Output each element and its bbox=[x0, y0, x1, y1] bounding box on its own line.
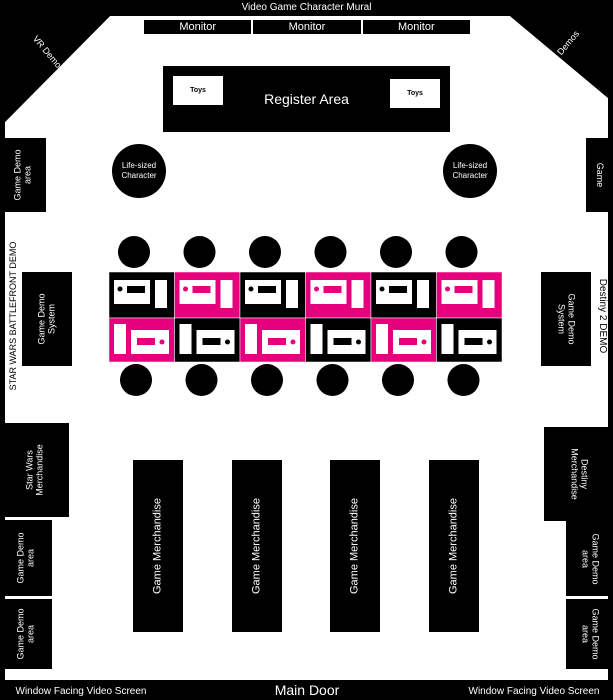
slot-bottom-1 bbox=[137, 338, 155, 345]
left-game-demo-area-1: Game Demo area bbox=[0, 138, 46, 212]
seat-top-1 bbox=[118, 236, 150, 268]
slot-top-5 bbox=[389, 286, 407, 293]
button-top-3 bbox=[248, 286, 254, 292]
right-game-demo-area-2: Game Demo area bbox=[566, 599, 613, 669]
monitor-row: Monitor Monitor Monitor bbox=[143, 19, 471, 35]
register-label: Register Area bbox=[264, 90, 349, 107]
controller-bottom-3 bbox=[245, 324, 257, 354]
controller-top-1 bbox=[155, 280, 167, 308]
left-game-demo-system: Game Demo System bbox=[22, 272, 72, 366]
slot-top-2 bbox=[192, 286, 211, 293]
corner-walls bbox=[0, 0, 613, 122]
seat-top-3 bbox=[249, 236, 281, 268]
slot-top-3 bbox=[258, 286, 276, 293]
slot-bottom-6 bbox=[464, 338, 483, 345]
seat-bottom-1 bbox=[120, 364, 152, 396]
right-game-demo-system: Game Demo System bbox=[541, 272, 591, 366]
window-video-screen-right: Window Facing Video Screen bbox=[468, 686, 600, 697]
controller-top-2 bbox=[220, 280, 233, 308]
controller-bottom-4 bbox=[310, 324, 323, 354]
window-video-screen-left: Window Facing Video Screen bbox=[15, 686, 147, 697]
bottom-wall bbox=[0, 680, 613, 700]
seat-top-6 bbox=[445, 236, 478, 268]
controller-bottom-6 bbox=[441, 324, 454, 354]
right-destiny-merchandise: Destiny Merchandise bbox=[544, 427, 613, 521]
life-sized-character-left: Life-sized Character bbox=[112, 144, 166, 198]
button-bottom-1 bbox=[159, 339, 165, 345]
slot-bottom-2 bbox=[202, 338, 221, 345]
mural-label: Video Game Character Mural bbox=[241, 2, 372, 13]
slot-bottom-5 bbox=[399, 338, 417, 345]
button-top-6 bbox=[445, 286, 450, 292]
seat-top-2 bbox=[183, 236, 216, 268]
merch-aisle-2: Game Merchandise bbox=[232, 460, 282, 632]
button-bottom-3 bbox=[290, 339, 296, 345]
toys-left: Toys bbox=[173, 76, 223, 105]
button-bottom-5 bbox=[421, 339, 427, 345]
left-game-demo-area-2: Game Demo area bbox=[0, 520, 52, 596]
button-top-2 bbox=[183, 286, 188, 292]
seat-top-5 bbox=[380, 236, 412, 268]
controller-bottom-5 bbox=[376, 324, 388, 354]
monitor-3: Monitor bbox=[361, 19, 471, 35]
button-top-5 bbox=[379, 286, 385, 292]
button-bottom-6 bbox=[487, 339, 492, 345]
controller-top-4 bbox=[351, 280, 364, 308]
controller-bottom-1 bbox=[114, 324, 126, 354]
merch-aisle-4: Game Merchandise bbox=[429, 460, 479, 632]
controller-top-5 bbox=[417, 280, 429, 308]
monitor-2: Monitor bbox=[252, 19, 362, 35]
seat-bottom-4 bbox=[316, 364, 349, 396]
controller-top-6 bbox=[482, 280, 495, 308]
button-bottom-2 bbox=[225, 339, 230, 345]
slot-top-6 bbox=[454, 286, 473, 293]
life-sized-character-right: Life-sized Character bbox=[443, 144, 497, 198]
seat-bottom-5 bbox=[382, 364, 414, 396]
merch-aisle-1: Game Merchandise bbox=[133, 460, 183, 632]
main-door[interactable]: Main Door bbox=[274, 682, 340, 698]
right-game-label: Game bbox=[586, 138, 613, 212]
monitor-1: Monitor bbox=[143, 19, 253, 35]
button-top-4 bbox=[314, 286, 319, 292]
right-game-demo-area-1: Game Demo area bbox=[566, 521, 613, 596]
seat-bottom-2 bbox=[185, 364, 218, 396]
slot-top-1 bbox=[127, 286, 145, 293]
seat-top-4 bbox=[314, 236, 347, 268]
controller-top-3 bbox=[286, 280, 298, 308]
toys-right: Toys bbox=[390, 79, 440, 108]
seat-bottom-3 bbox=[251, 364, 283, 396]
left-game-demo-area-3: Game Demo area bbox=[0, 599, 52, 669]
left-star-wars-merchandise: Star Wars Merchandise bbox=[0, 423, 69, 517]
seat-bottom-6 bbox=[447, 364, 480, 396]
button-bottom-4 bbox=[356, 339, 361, 345]
slot-top-4 bbox=[323, 286, 342, 293]
merch-aisle-3: Game Merchandise bbox=[330, 460, 380, 632]
slot-bottom-4 bbox=[333, 338, 352, 345]
slot-bottom-3 bbox=[268, 338, 286, 345]
button-top-1 bbox=[117, 286, 123, 292]
controller-bottom-2 bbox=[179, 324, 192, 354]
